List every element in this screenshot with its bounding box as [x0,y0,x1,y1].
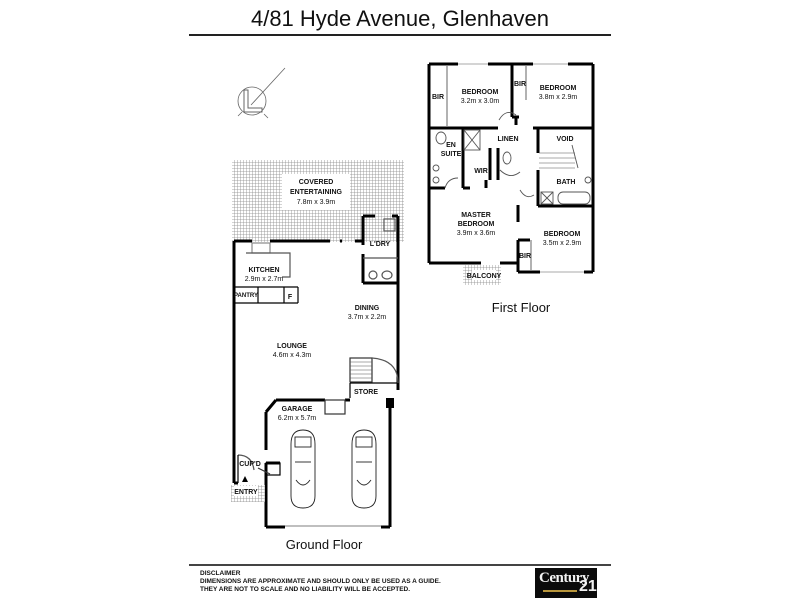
footer-divider [189,564,611,566]
svg-text:ENTERTAINING: ENTERTAINING [290,189,343,196]
lounge-label: LOUNGE [277,343,307,350]
logo-wordmark: Century [539,570,589,586]
bir-3-label: BIR [519,253,531,260]
bedroom-3-label: BEDROOM [540,85,577,92]
balcony-label: BALCONY [467,273,502,280]
kitchen-dims: 2.9m x 2.7m [245,276,284,283]
bedroom-2-dims: 3.2m x 3.0m [461,98,500,105]
dining-label: DINING [355,305,380,312]
svg-text:BEDROOM: BEDROOM [458,221,495,228]
laundry-label: L'DRY [370,241,391,248]
title-divider [189,34,611,36]
bedroom-4-dims: 3.5m x 2.9m [543,240,582,247]
bedroom-2-label: BEDROOM [462,89,499,96]
ground-floor-label: Ground Floor [286,537,363,552]
north-arrow-icon [237,67,286,119]
bir-1-label: BIR [432,94,444,101]
first-floor-plan: BIR BEDROOM 3.2m x 3.0m BIR BEDROOM 3.8m… [427,62,595,315]
century21-logo: Century 21 [535,568,597,598]
pantry-label: PANTRY [234,293,258,299]
bir-2-label: BIR [514,81,526,88]
kitchen-label: KITCHEN [248,267,279,274]
covered-entertaining-dims: 7.8m x 3.9m [297,199,336,206]
entry-label: ENTRY [234,489,258,496]
store-label: STORE [354,389,378,396]
linen-label: LINEN [498,136,519,143]
lounge-dims: 4.6m x 4.3m [273,352,312,359]
car-icon [351,429,377,509]
wir-label: WIR [474,168,488,175]
covered-entertaining-label: COVERED [299,179,334,186]
void-label: VOID [556,136,573,143]
en-suite-label: EN [446,142,456,149]
dining-dims: 3.7m x 2.2m [348,314,387,321]
disclaimer: DISCLAIMER DIMENSIONS ARE APPROXIMATE AN… [200,570,441,594]
fridge-label: F [288,294,293,301]
car-icon [290,429,316,509]
logo-number: 21 [579,578,597,595]
bedroom-3-dims: 3.8m x 2.9m [539,94,578,101]
disclaimer-line-2: THEY ARE NOT TO SCALE AND NO LIABILITY W… [200,586,411,593]
cupboard-label: CUP'D [239,461,261,468]
logo-roof-icon [543,590,577,592]
garage-dims: 6.2m x 5.7m [278,415,317,422]
page-title: 4/81 Hyde Avenue, Glenhaven [250,6,550,31]
bath-label: BATH [557,179,576,186]
disclaimer-line-1: DIMENSIONS ARE APPROXIMATE AND SHOULD ON… [200,578,441,585]
master-bedroom-label: MASTER [461,212,491,219]
ground-floor-plan: COVERED ENTERTAINING 7.8m x 3.9m [231,160,404,552]
bedroom-4-label: BEDROOM [544,231,581,238]
disclaimer-heading: DISCLAIMER [200,570,241,577]
first-floor-label: First Floor [492,300,551,315]
master-bedroom-dims: 3.9m x 3.6m [457,230,496,237]
svg-text:SUITE: SUITE [441,151,462,158]
garage-label: GARAGE [282,406,313,413]
